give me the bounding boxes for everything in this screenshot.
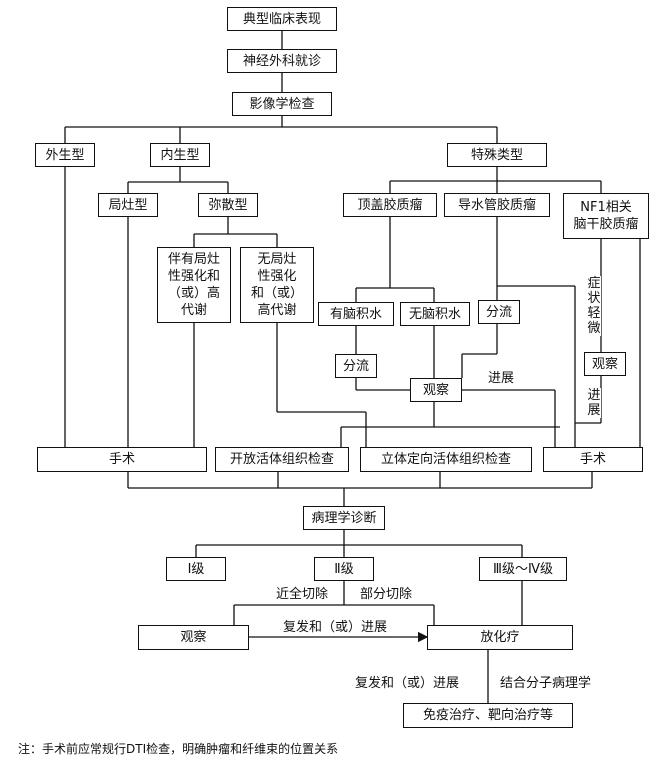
- neurosurgery-visit-box: 神经外科就诊: [227, 49, 337, 73]
- nf1-glioma-box: NF1相关 脑干胶质瘤: [563, 193, 649, 239]
- immuno-targeted-box: 免疫治疗、靶向治疗等: [403, 703, 573, 728]
- near-total-resection-label: 近全切除: [276, 587, 329, 602]
- exophytic-box: 外生型: [35, 143, 95, 167]
- progress-label-mid: 进展: [488, 371, 515, 386]
- aqueduct-glioma-box: 导水管胶质瘤: [444, 193, 550, 217]
- hydrocephalus-no-box: 无脑积水: [400, 302, 470, 326]
- focal-box: 局灶型: [98, 193, 158, 217]
- hydrocephalus-yes-box: 有脑积水: [318, 302, 394, 326]
- relapse-progress-label-bottom: 复发和（或）进展: [355, 676, 460, 691]
- footnote: 注：手术前应常规行DTI检查，明确肿瘤和纤维束的位置关系: [18, 742, 339, 756]
- grade-1-box: Ⅰ级: [166, 557, 226, 581]
- shunt-box-tectal: 分流: [335, 354, 377, 378]
- imaging-exam-box: 影像学检查: [232, 92, 332, 116]
- observe-box-nf1: 观察: [584, 352, 626, 376]
- no-focal-enhancement-box: 无局灶 性强化 和（或） 高代谢: [240, 247, 314, 323]
- typical-symptoms-box: 典型临床表现: [227, 7, 337, 31]
- mild-symptoms-label: 症 状 轻 微: [587, 276, 601, 336]
- stereotactic-biopsy-box: 立体定向活体组织检查: [360, 447, 532, 472]
- tectal-glioma-box: 顶盖胶质瘤: [343, 193, 437, 217]
- surgery-box-left: 手术: [37, 447, 207, 472]
- grade-2-box: Ⅱ级: [314, 557, 374, 581]
- endophytic-box: 内生型: [150, 143, 210, 167]
- relapse-progress-label-mid: 复发和（或）进展: [283, 620, 388, 635]
- partial-resection-label: 部分切除: [360, 587, 413, 602]
- progress-label-nf1: 进 展: [587, 388, 601, 418]
- pathology-diagnosis-box: 病理学诊断: [303, 506, 385, 530]
- special-type-box: 特殊类型: [447, 143, 547, 167]
- with-focal-enhancement-box: 伴有局灶 性强化和 （或）高 代谢: [157, 247, 231, 323]
- diffuse-box: 弥散型: [198, 193, 258, 217]
- grade-3-4-box: Ⅲ级～Ⅳ级: [479, 557, 567, 581]
- surgery-box-right: 手术: [543, 447, 643, 472]
- observe-box-mid: 观察: [410, 378, 462, 402]
- shunt-box-aqueduct: 分流: [478, 300, 520, 324]
- molecular-pathology-label: 结合分子病理学: [500, 676, 592, 691]
- chemoradiotherapy-box: 放化疗: [427, 625, 573, 650]
- observe-box-bottom: 观察: [138, 625, 249, 650]
- open-biopsy-box: 开放活体组织检查: [215, 447, 349, 472]
